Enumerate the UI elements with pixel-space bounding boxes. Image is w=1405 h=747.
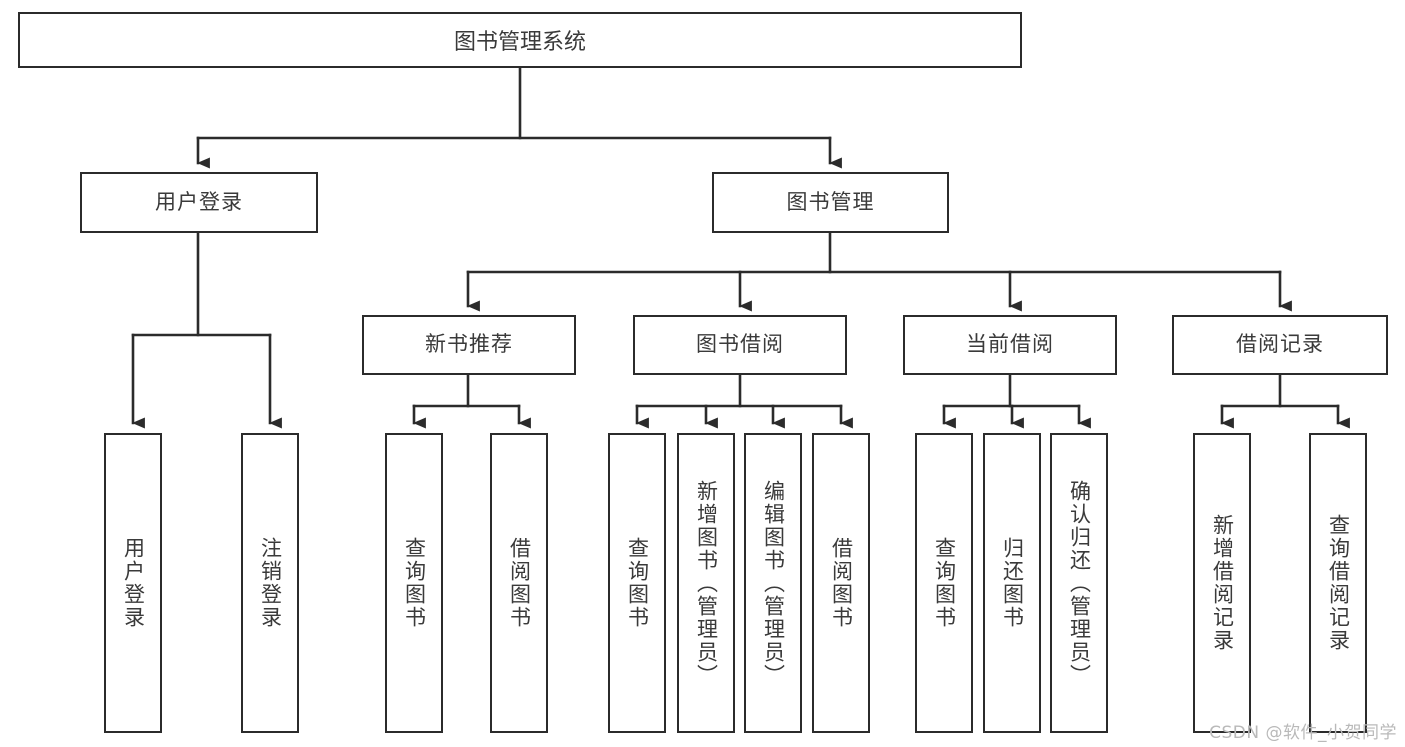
csdn-watermark: CSDN @软件_小贺同学 <box>1209 723 1397 743</box>
node-user-login-label: 用户登录 <box>155 189 243 214</box>
node-leaf-confirm-return[interactable]: 确认归还（管理员） <box>1050 433 1108 733</box>
node-root-label: 图书管理系统 <box>453 30 586 55</box>
node-leaf-logout[interactable]: 注销登录 <box>241 433 299 733</box>
node-current-borrow-label: 当前借阅 <box>966 332 1054 357</box>
node-book-manage[interactable]: 图书管理 <box>712 172 949 233</box>
node-leaf-return-book-label: 归还图书 <box>1000 537 1025 629</box>
node-leaf-add-book-label: 新增图书（管理员） <box>694 479 719 687</box>
node-root[interactable]: 图书管理系统 <box>18 12 1022 68</box>
node-leaf-query-record[interactable]: 查询借阅记录 <box>1309 433 1367 733</box>
node-user-login[interactable]: 用户登录 <box>80 172 318 233</box>
node-leaf-logout-label: 注销登录 <box>258 537 283 629</box>
node-book-borrow[interactable]: 图书借阅 <box>633 315 847 375</box>
node-new-book-recommend[interactable]: 新书推荐 <box>362 315 576 375</box>
node-leaf-user-login-label: 用户登录 <box>121 537 146 629</box>
node-leaf-edit-book-label: 编辑图书（管理员） <box>761 479 786 687</box>
node-leaf-borrow-book-2[interactable]: 借阅图书 <box>812 433 870 733</box>
node-leaf-query-record-label: 查询借阅记录 <box>1326 514 1351 652</box>
node-leaf-confirm-return-label: 确认归还（管理员） <box>1067 479 1092 687</box>
node-leaf-return-book[interactable]: 归还图书 <box>983 433 1041 733</box>
node-leaf-edit-book[interactable]: 编辑图书（管理员） <box>744 433 802 733</box>
node-leaf-query-book-2[interactable]: 查询图书 <box>608 433 666 733</box>
node-leaf-borrow-book-1[interactable]: 借阅图书 <box>490 433 548 733</box>
node-leaf-query-book-3-label: 查询图书 <box>932 537 957 629</box>
node-leaf-query-book-3[interactable]: 查询图书 <box>915 433 973 733</box>
node-leaf-query-book-1[interactable]: 查询图书 <box>385 433 443 733</box>
node-leaf-add-record[interactable]: 新增借阅记录 <box>1193 433 1251 733</box>
node-leaf-borrow-book-1-label: 借阅图书 <box>507 537 532 629</box>
node-leaf-query-book-2-label: 查询图书 <box>625 537 650 629</box>
node-borrow-record[interactable]: 借阅记录 <box>1172 315 1388 375</box>
node-current-borrow[interactable]: 当前借阅 <box>903 315 1117 375</box>
node-borrow-record-label: 借阅记录 <box>1236 332 1324 357</box>
node-leaf-add-book[interactable]: 新增图书（管理员） <box>677 433 735 733</box>
node-leaf-add-record-label: 新增借阅记录 <box>1210 514 1235 652</box>
node-new-book-recommend-label: 新书推荐 <box>425 332 513 357</box>
node-book-manage-label: 图书管理 <box>786 189 875 214</box>
node-leaf-borrow-book-2-label: 借阅图书 <box>829 537 854 629</box>
node-leaf-user-login[interactable]: 用户登录 <box>104 433 162 733</box>
node-leaf-query-book-1-label: 查询图书 <box>402 537 427 629</box>
node-book-borrow-label: 图书借阅 <box>696 332 784 357</box>
